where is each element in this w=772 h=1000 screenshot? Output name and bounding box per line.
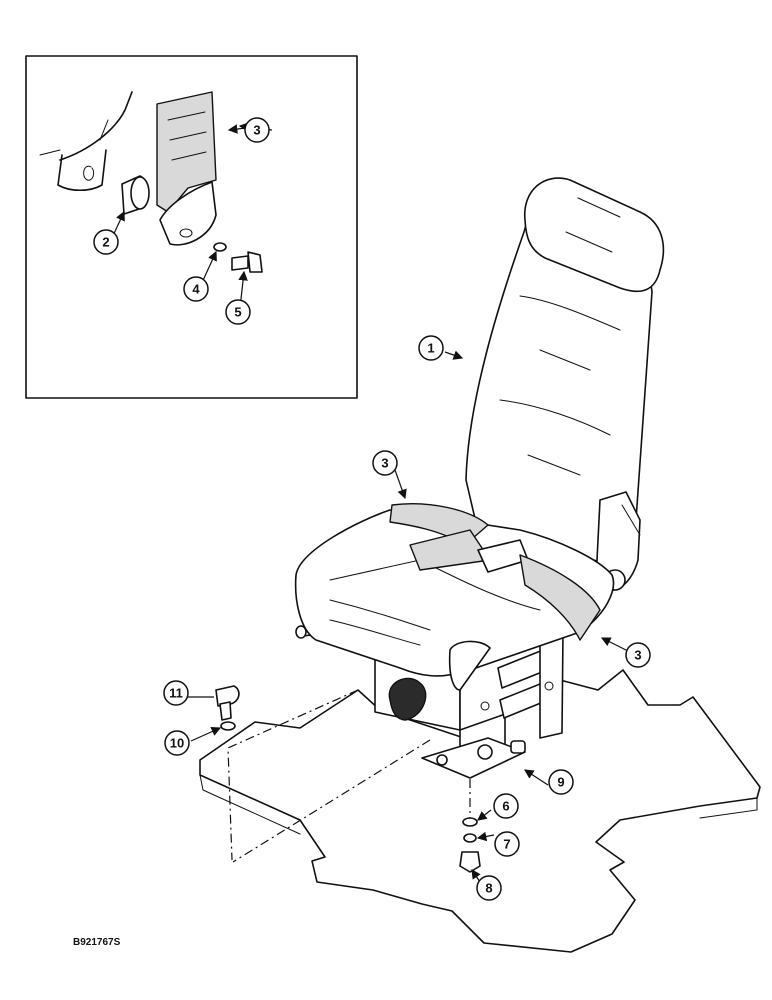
washer-part <box>213 242 227 252</box>
spacer-part <box>121 175 150 215</box>
inset-border <box>25 55 358 399</box>
callout-9: 9 <box>548 769 574 795</box>
figure-code: B921767S <box>73 937 121 948</box>
callout-7: 7 <box>494 831 520 857</box>
callout-10: 10 <box>164 730 190 756</box>
callout-3-belt-right: 3 <box>625 642 651 668</box>
callout-5: 5 <box>225 299 251 325</box>
callout-4: 4 <box>183 276 209 302</box>
callout-6: 6 <box>493 793 519 819</box>
svg-text:8: 8 <box>485 881 492 896</box>
svg-text:7: 7 <box>503 837 510 852</box>
svg-text:11: 11 <box>169 686 183 701</box>
svg-text:10: 10 <box>170 736 184 751</box>
seat-cushion <box>294 509 615 677</box>
callout-3-inset: 3 <box>244 117 270 143</box>
adjustment-knob <box>388 677 427 721</box>
callout-2: 2 <box>93 229 119 255</box>
seat-assembly <box>294 177 665 691</box>
svg-text:1: 1 <box>427 341 434 356</box>
svg-text:4: 4 <box>192 282 200 297</box>
svg-text:3: 3 <box>253 123 260 138</box>
svg-text:3: 3 <box>381 456 388 471</box>
callout-11: 11 <box>163 680 189 706</box>
inset-detail <box>25 55 358 399</box>
svg-text:9: 9 <box>557 775 564 790</box>
callout-3-belt-left: 3 <box>372 450 398 476</box>
hardware-center <box>459 817 481 873</box>
bolt-part <box>231 251 263 273</box>
svg-text:6: 6 <box>502 799 509 814</box>
svg-text:3: 3 <box>634 648 641 663</box>
svg-text:5: 5 <box>234 305 241 320</box>
belt-strap-part <box>156 91 217 246</box>
hardware-left <box>215 685 240 731</box>
callout-8: 8 <box>476 875 502 901</box>
headrest <box>524 177 665 293</box>
svg-text:2: 2 <box>102 235 109 250</box>
callout-1: 1 <box>418 335 444 361</box>
